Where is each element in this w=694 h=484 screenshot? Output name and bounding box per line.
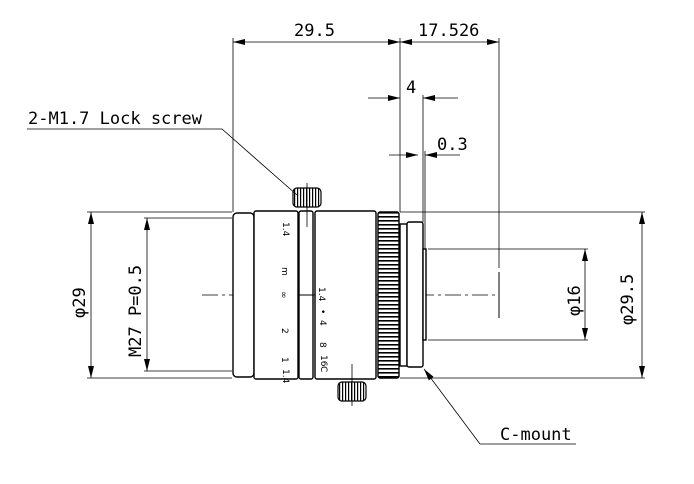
dim-flange-back: 17.526 — [418, 21, 479, 41]
dim-filter-thread: M27 P=0.5 — [126, 265, 146, 357]
c-mount-callout: C-mount — [500, 425, 572, 445]
svg-text:8: 8 — [317, 342, 327, 348]
c-mount-leader — [423, 368, 481, 445]
lens-body — [232, 210, 427, 380]
lock-screw-callout: 2-M1.7 Lock screw — [28, 109, 203, 129]
svg-text:1.4: 1.4 — [280, 369, 290, 384]
dim-step: 0.3 — [437, 135, 468, 155]
svg-text:∞: ∞ — [278, 291, 288, 299]
lock-screw-leader — [27, 128, 298, 196]
front-ring — [232, 212, 255, 378]
svg-text:4: 4 — [317, 320, 327, 326]
mount-step — [399, 223, 408, 367]
focus-scale: 1.4 m ∞ 2 1 1.4 — [278, 222, 290, 384]
svg-text:m: m — [279, 267, 289, 276]
svg-text:•: • — [317, 309, 327, 314]
mount-thread — [422, 248, 427, 341]
svg-text:2: 2 — [279, 328, 289, 334]
dim-front-diameter: φ29 — [70, 287, 90, 318]
iris-ring — [314, 210, 377, 380]
svg-text:1.4: 1.4 — [280, 222, 290, 237]
svg-text:C: C — [318, 366, 328, 372]
dim-overall-length: 29.5 — [294, 21, 335, 41]
dim-mount-length: 4 — [406, 78, 416, 98]
svg-text:1: 1 — [279, 357, 289, 363]
knurled-ring — [377, 211, 400, 379]
dim-body-diameter: φ29.5 — [618, 274, 638, 325]
focus-ring — [253, 210, 299, 380]
svg-text:1.4: 1.4 — [316, 287, 326, 302]
svg-text:16: 16 — [318, 355, 328, 367]
iris-scale: 1.4 • 4 8 16 C — [316, 287, 328, 372]
dim-image-diameter: φ16 — [565, 285, 585, 316]
c-mount-flange — [406, 221, 424, 368]
